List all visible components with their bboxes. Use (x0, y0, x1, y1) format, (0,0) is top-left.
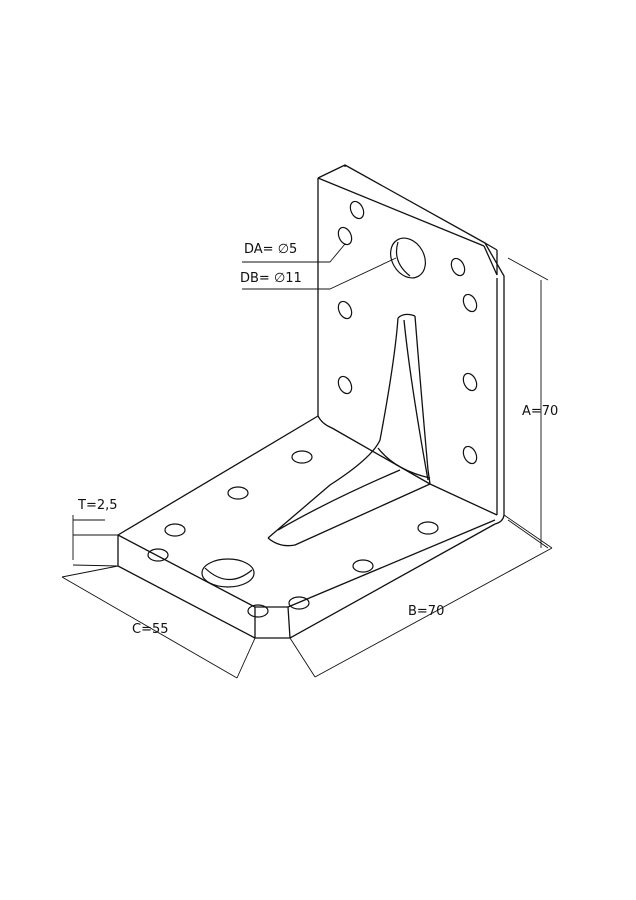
vertical-plate (317, 164, 505, 525)
base-plate (117, 415, 498, 639)
stiffening-rib (267, 313, 431, 547)
dimension-lines (61, 243, 553, 679)
label-hole-da: DA= ∅5 (244, 242, 298, 257)
label-dimension-a: A=70 (522, 404, 559, 419)
label-hole-db: DB= ∅11 (240, 271, 302, 286)
label-dimension-c: C=55 (132, 622, 169, 637)
label-dimension-b: B=70 (408, 604, 445, 619)
holes (147, 200, 478, 618)
label-dimension-t: T=2,5 (78, 498, 118, 513)
